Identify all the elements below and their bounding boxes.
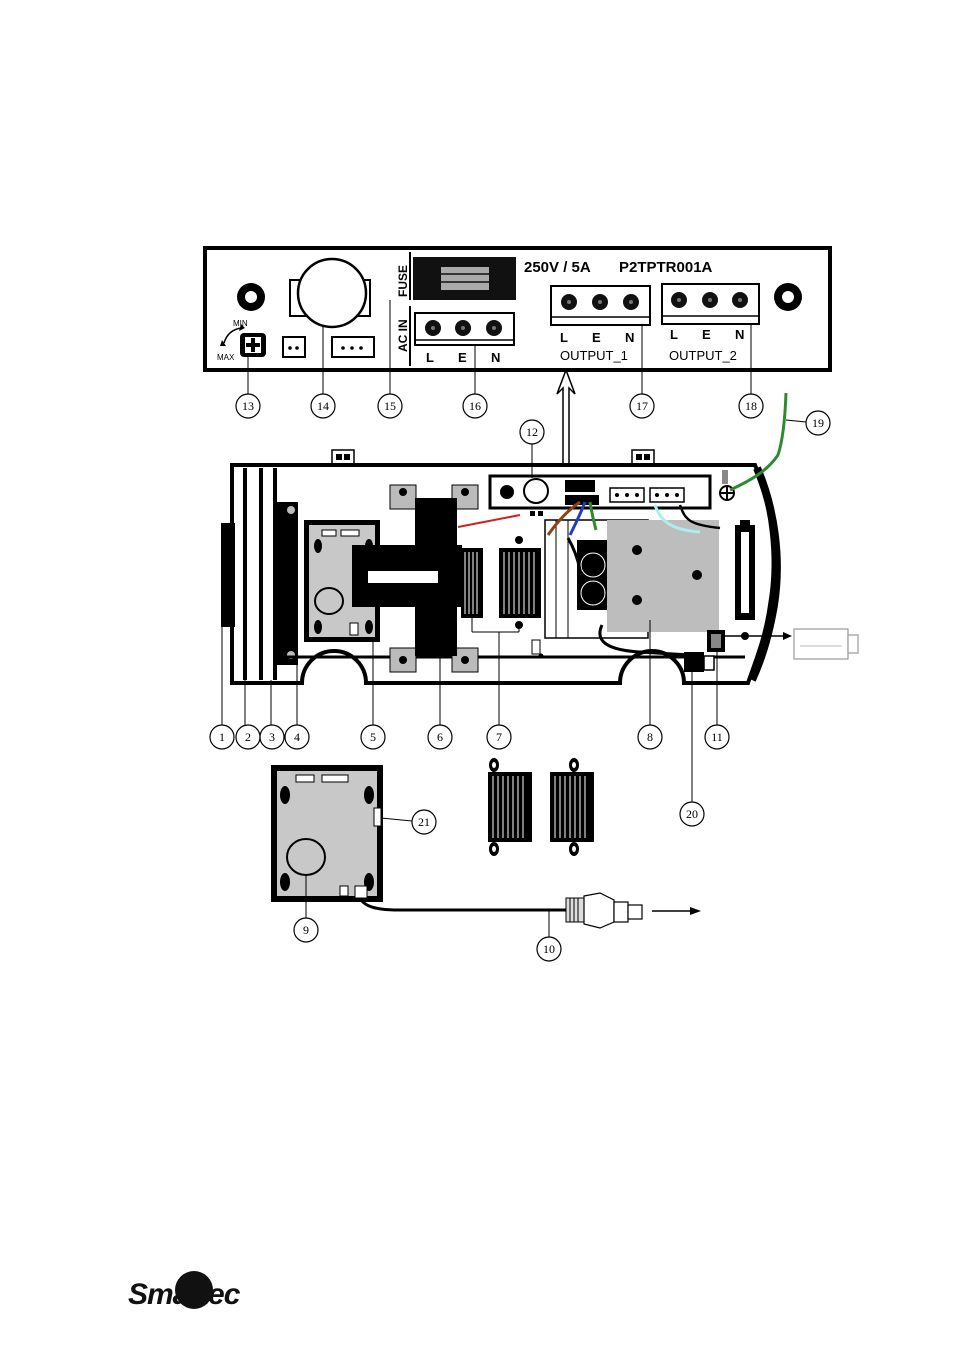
svg-text:18: 18 xyxy=(745,399,757,413)
spare-heaters xyxy=(488,758,594,856)
callout-20: 20 xyxy=(680,802,704,826)
callout-12: 12 xyxy=(520,420,544,444)
callout-3: 3 xyxy=(260,725,284,749)
ac-in-E: E xyxy=(458,350,467,365)
ac-in-N: N xyxy=(491,350,500,365)
callout-11: 11 xyxy=(705,725,729,749)
callout-4: 4 xyxy=(285,725,309,749)
svg-text:17: 17 xyxy=(636,399,648,413)
callout-7: 7 xyxy=(487,725,511,749)
callout-17: 17 xyxy=(630,394,654,418)
svg-text:21: 21 xyxy=(418,815,430,829)
svg-text:10: 10 xyxy=(543,942,555,956)
output1-E: E xyxy=(592,330,601,345)
model-label: P2TPTR001A xyxy=(619,259,713,276)
rating-label: 250V / 5A xyxy=(524,259,591,276)
svg-text:16: 16 xyxy=(469,399,481,413)
callout-9: 9 xyxy=(294,918,318,942)
output1-L: L xyxy=(560,330,568,345)
spare-camera-board xyxy=(271,765,701,928)
logo-text: Smartec xyxy=(128,1278,241,1311)
svg-text:7: 7 xyxy=(496,730,502,744)
callout-6: 6 xyxy=(428,725,452,749)
callout-13: 13 xyxy=(236,394,260,418)
callout-18: 18 xyxy=(739,394,763,418)
callout-2: 2 xyxy=(236,725,260,749)
svg-text:13: 13 xyxy=(242,399,254,413)
output2-N: N xyxy=(735,327,744,342)
camera-icon xyxy=(794,629,848,659)
svg-text:19: 19 xyxy=(812,416,824,430)
svg-text:5: 5 xyxy=(370,730,376,744)
up-arrow-icon xyxy=(557,370,575,478)
ac-in-label: AC IN xyxy=(396,319,410,352)
svg-text:11: 11 xyxy=(711,730,723,744)
output1-label: OUTPUT_1 xyxy=(560,348,628,363)
svg-text:20: 20 xyxy=(686,807,698,821)
output2-E: E xyxy=(702,327,711,342)
connector-2pin xyxy=(283,337,305,357)
svg-text:14: 14 xyxy=(317,399,329,413)
svg-text:1: 1 xyxy=(219,730,225,744)
callout-14: 14 xyxy=(311,394,335,418)
callout-1: 1 xyxy=(210,725,234,749)
callout-15: 15 xyxy=(378,394,402,418)
output2-L: L xyxy=(670,327,678,342)
output1-N: N xyxy=(625,330,634,345)
svg-text:6: 6 xyxy=(437,730,443,744)
pot-min-label: MIN xyxy=(233,319,248,328)
ac-in-L: L xyxy=(426,350,434,365)
capacitor xyxy=(298,259,366,327)
callout-21: 21 xyxy=(412,810,436,834)
output2-label: OUTPUT_2 xyxy=(669,348,737,363)
svg-text:3: 3 xyxy=(269,730,275,744)
svg-text:12: 12 xyxy=(526,425,538,439)
svg-text:8: 8 xyxy=(647,730,653,744)
callout-10: 10 xyxy=(537,937,561,961)
pot-max-label: MAX xyxy=(217,353,235,362)
callout-19: 19 xyxy=(806,411,830,435)
terminal-panel: MIN MAX FUSE 250V / 5A P2TPTR001A AC IN … xyxy=(205,248,830,370)
svg-text:15: 15 xyxy=(384,399,396,413)
callout-5: 5 xyxy=(361,725,385,749)
smartec-logo: Smartec xyxy=(128,1271,241,1311)
svg-text:9: 9 xyxy=(303,923,309,937)
svg-text:2: 2 xyxy=(245,730,251,744)
callout-16: 16 xyxy=(463,394,487,418)
svg-text:4: 4 xyxy=(294,730,300,744)
callout-8: 8 xyxy=(638,725,662,749)
fuse-label: FUSE xyxy=(396,265,410,297)
